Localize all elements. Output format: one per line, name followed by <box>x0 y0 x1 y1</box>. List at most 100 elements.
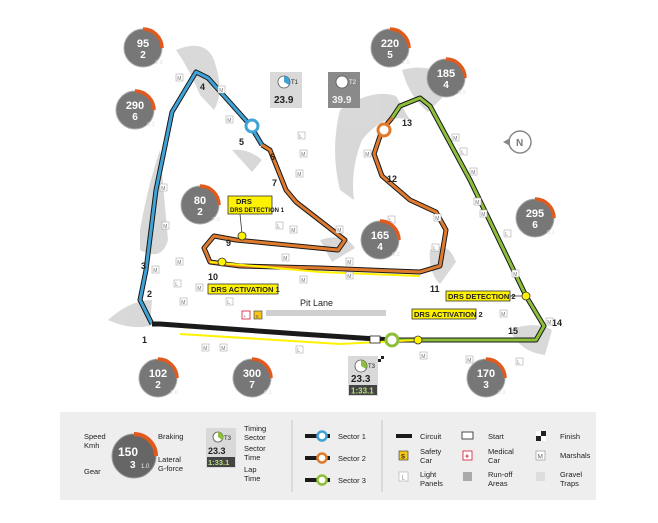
gauge-g-force: 2.0 <box>155 60 163 66</box>
turn-5: 5 <box>239 137 244 147</box>
marshal-post-letter: M <box>177 260 181 266</box>
marshal-post-letter: M <box>203 346 207 352</box>
marshal-post <box>175 257 184 266</box>
gauge-gear: 2 <box>197 207 203 218</box>
gauge-g-force: 0.5 <box>458 90 466 96</box>
gauge-g-force: 1.0 <box>170 390 178 396</box>
drs-labels: DRS DRS DETECTION 1 DRS ACTIVATION 1 DRS… <box>207 195 516 320</box>
marshal-post <box>499 309 508 318</box>
legend-markers-3: Finish M Marshals Gravel Traps <box>535 431 591 488</box>
marshal-post-letter: M <box>161 186 165 192</box>
medical-car-letter: + <box>244 314 247 319</box>
gauge-gear: 2 <box>155 380 161 391</box>
marshal-post-letter: L <box>299 134 302 140</box>
start-legend-icon <box>461 431 474 440</box>
marshal-post <box>469 167 478 176</box>
marshal-post-letter: M <box>163 224 167 230</box>
timer-t3-sector: T3 <box>368 364 376 370</box>
marshal-post-letter: M <box>181 300 185 306</box>
marshal-post-letter: M <box>197 286 201 292</box>
legend-finish: Finish <box>560 432 580 441</box>
timing-point-t2 <box>376 122 392 138</box>
sector-2-track <box>201 116 449 275</box>
marshal-post-letter: L <box>461 150 464 156</box>
turn-6: 6 <box>270 152 275 162</box>
timer-t3-lap: 1:33.1 <box>351 387 374 396</box>
marshal-post <box>179 297 188 306</box>
legend-example-g: 1.0 <box>141 464 150 470</box>
timer-t3: T3 23.3 1:33.1 <box>348 356 378 396</box>
marshal-post <box>225 297 234 306</box>
marshal-icon-letter: M <box>538 454 543 461</box>
safety-car-icon <box>398 450 409 461</box>
marshal-post-letter: L <box>517 360 520 366</box>
marshal-post <box>159 183 168 192</box>
marshal-post <box>161 221 170 230</box>
marshal-icon <box>535 450 546 461</box>
marshal-post <box>345 257 354 266</box>
turn-12: 12 <box>387 174 397 184</box>
gauge-gear: 5 <box>387 50 393 61</box>
marshal-post <box>299 275 308 284</box>
legend-lateral-1: Lateral <box>158 455 181 464</box>
legend-sector-time-1: Sector <box>244 444 266 453</box>
marshal-post-letter: M <box>221 346 225 352</box>
compass: N <box>503 130 532 154</box>
marshal-post-letter: M <box>453 136 457 142</box>
timer-t2: T2 39.9 <box>328 72 360 108</box>
gauge-speed: 185 <box>437 68 455 80</box>
turn-9: 9 <box>226 238 231 248</box>
legend-runoff-2: Areas <box>488 479 508 488</box>
marshal-post <box>281 253 290 262</box>
legend-lateral-2: G-force <box>158 464 183 473</box>
timer-t1: T1 23.9 <box>270 72 302 108</box>
marshal-post <box>459 147 468 156</box>
gauge-gear: 3 <box>483 380 489 391</box>
turn-1: 1 <box>142 335 147 345</box>
legend-medical-2: Car <box>488 456 501 465</box>
drs-detection-2-point <box>521 291 531 301</box>
timer-t2-sector: T2 <box>349 80 357 86</box>
gauge-speed: 170 <box>477 368 495 380</box>
legend-gear: Gear <box>84 467 101 476</box>
legend: 150 3 1.0 Speed Kmh Braking Gear Lateral… <box>60 412 596 500</box>
marshal-post-letter: M <box>501 312 505 318</box>
marshal-post-letter: L <box>433 246 436 252</box>
marshal-post-letter: M <box>347 260 351 266</box>
marshal-post <box>225 115 234 124</box>
legend-lap-time-2: Time <box>244 474 260 483</box>
legend-safety-1: Safety <box>420 447 442 456</box>
marshal-post-letter: L <box>227 300 230 306</box>
legend-sector-1: Sector 1 <box>338 432 366 441</box>
drs-activation-2-point <box>413 335 423 345</box>
marshal-post-letter: M <box>467 358 471 364</box>
timer-t3-time: 23.3 <box>351 374 371 385</box>
sector-3-track <box>389 95 547 343</box>
drs-activation-2-label: DRS ACTIVATION 2 <box>414 310 483 319</box>
marshal-post-letter: M <box>301 278 305 284</box>
marshal-post <box>419 351 428 360</box>
marshal-post-letter: M <box>365 152 369 158</box>
legend-markers: Circuit S Safety Car L Light Panels <box>396 432 443 488</box>
turn-numbers: 1 2 3 4 5 6 7 9 10 11 12 13 14 15 <box>141 82 562 345</box>
turn-7: 7 <box>272 178 277 188</box>
runoff-icon <box>463 472 472 481</box>
marshal-post <box>473 197 482 206</box>
gauge-gear: 6 <box>532 220 538 231</box>
legend-safety-2: Car <box>420 456 433 465</box>
legend-medical-1: Medical <box>488 447 514 456</box>
gauge-speed: 165 <box>371 230 389 242</box>
marshal-post-letter: M <box>475 200 479 206</box>
start-finish <box>369 335 384 362</box>
timer-t1-sector: T1 <box>291 80 299 86</box>
legend-runoff-1: Run-off <box>488 470 513 479</box>
gauge-speed: 220 <box>381 38 399 50</box>
turn-4: 4 <box>200 82 205 92</box>
marshal-post <box>151 265 160 274</box>
